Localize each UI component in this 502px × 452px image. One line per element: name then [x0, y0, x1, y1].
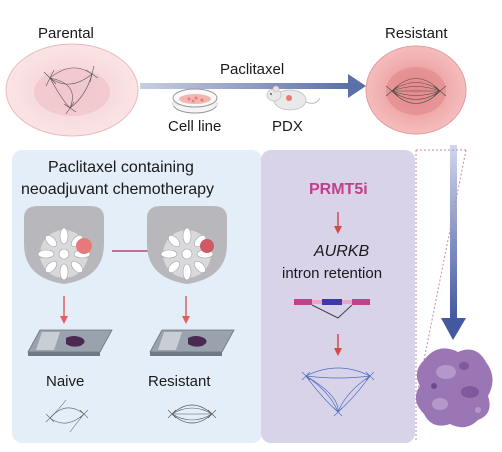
petri-dish-icon [172, 88, 218, 114]
progression-arrow [441, 145, 466, 340]
resistant-cell-label: Resistant [385, 25, 448, 42]
spindle-resistant [167, 404, 217, 424]
pdx-label: PDX [272, 118, 303, 135]
mechanism-arrows [334, 212, 342, 356]
paclitaxel-arrow [140, 74, 366, 98]
connector-lines [415, 149, 467, 440]
slide-resistant [149, 329, 235, 356]
mouse-icon [266, 85, 321, 111]
intron-retention-label: intron retention [282, 265, 383, 282]
breast-tumor-naive [24, 206, 104, 284]
cell-line-label: Cell line [168, 118, 222, 135]
parental-label: Parental [38, 25, 94, 42]
biopsy-arrows [60, 296, 190, 324]
resistant-tumor-label: Resistant [148, 373, 211, 390]
resistant-cell [365, 45, 467, 135]
parental-cell [5, 43, 139, 137]
breast-tumor-resistant [147, 206, 227, 284]
clinical-title-line2: neoadjuvant chemotherapy [21, 181, 215, 198]
prmt5i-label: PRMT5i [309, 181, 368, 198]
multipolar-spindle [301, 367, 375, 417]
mechanism-panel [261, 150, 415, 443]
aurkb-label: AURKB [314, 243, 370, 260]
slide-naive [27, 329, 113, 356]
intron-retention-diagram [294, 299, 370, 319]
tumor-cluster [415, 348, 493, 428]
paclitaxel-label: Paclitaxel [220, 61, 285, 78]
clinical-title-line1: Paclitaxel containing [48, 159, 194, 176]
naive-label: Naive [46, 373, 85, 390]
clinical-panel [12, 150, 262, 443]
spindle-naive [45, 399, 89, 433]
